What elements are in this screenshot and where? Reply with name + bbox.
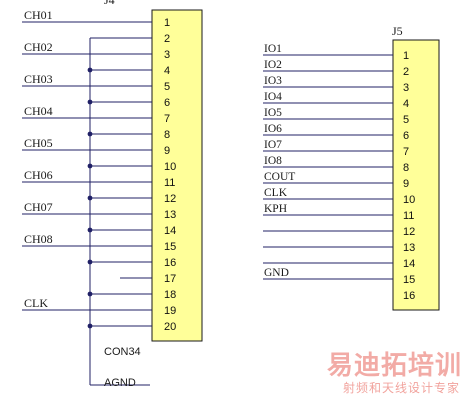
watermark-sub-text: 射频和天线设计专家 — [342, 381, 460, 395]
j4-ground-bus — [89, 38, 150, 386]
j5-net-label: GND — [264, 267, 289, 279]
j4-part-number: CON34 — [104, 346, 141, 358]
j4-net-label: CH02 — [24, 40, 53, 54]
junction-dot — [87, 99, 93, 105]
j5-pin-number: 2 — [403, 66, 409, 78]
j4-pin-number: 18 — [164, 289, 176, 301]
j4-net-label: CH05 — [24, 136, 53, 150]
j4-pin-number: 6 — [164, 97, 170, 109]
junction-dot — [87, 163, 93, 169]
j5-net-label: KPH — [264, 203, 287, 215]
j4-pin-number: 7 — [164, 113, 170, 125]
j5-net-label: COUT — [264, 171, 295, 183]
junction-dot — [87, 323, 93, 329]
j4-pin-number: 4 — [164, 65, 170, 77]
j5-net-label: IO7 — [264, 139, 282, 151]
j4-pin-number: 14 — [164, 225, 176, 237]
j4-pin-number: 1 — [164, 17, 170, 29]
j4-pin-number: 16 — [164, 257, 176, 269]
j5-pin-number: 14 — [403, 258, 415, 270]
j5-net-label: CLK — [264, 187, 288, 199]
junction-dot — [87, 131, 93, 137]
junction-dot — [87, 259, 93, 265]
j5-net-label: IO6 — [264, 123, 282, 135]
connector-j4: J4 CH0112CH0234CH0356CH0478CH05910CH0611… — [22, 0, 203, 389]
j4-pin-number: 10 — [164, 161, 176, 173]
j4-pin-number: 19 — [164, 305, 176, 317]
j5-pin-number: 7 — [403, 146, 409, 158]
j4-pin-number: 12 — [164, 193, 176, 205]
j5-net-label: IO8 — [264, 155, 282, 167]
j4-pin-number: 15 — [164, 241, 176, 253]
j5-pin-number: 16 — [403, 290, 415, 302]
j5-pin-number: 9 — [403, 178, 409, 190]
j5-net-label: IO1 — [264, 43, 282, 55]
j5-pin-number: 1 — [403, 50, 409, 62]
j5-net-label: IO2 — [264, 59, 282, 71]
j5-pin-number: 12 — [403, 226, 415, 238]
junction-dot — [87, 291, 93, 297]
j5-designator: J5 — [392, 24, 403, 38]
j4-pin-number: 9 — [164, 145, 170, 157]
j4-net-label: CH03 — [24, 72, 53, 86]
junction-dot — [87, 227, 93, 233]
j5-pin-number: 13 — [403, 242, 415, 254]
j5-pin-number: 11 — [403, 210, 414, 222]
j5-pin-number: 10 — [403, 194, 415, 206]
j4-pin-number: 11 — [164, 177, 175, 189]
j4-net-label: CH01 — [24, 8, 53, 22]
agnd-label: AGND — [104, 377, 136, 389]
j4-net-label: CH07 — [24, 200, 53, 214]
j4-pins: CH0112CH0234CH0356CH0478CH05910CH061112C… — [22, 8, 176, 333]
j4-net-label: CLK — [24, 296, 48, 310]
junction-dot — [87, 67, 93, 73]
j5-net-label: IO5 — [264, 107, 282, 119]
j4-pin-number: 17 — [164, 273, 176, 285]
j4-net-label: CH06 — [24, 168, 53, 182]
j5-pin-number: 3 — [403, 82, 409, 94]
j4-net-label: CH08 — [24, 232, 53, 246]
watermark-main-text: 易迪拓培训 — [326, 351, 462, 381]
j5-pin-number: 15 — [403, 274, 415, 286]
j5-body — [392, 39, 440, 311]
j5-net-label: IO4 — [264, 91, 282, 103]
j5-net-label: IO3 — [264, 75, 282, 87]
junction-dot — [87, 195, 93, 201]
j4-net-label: CH04 — [24, 104, 53, 118]
j4-pin-number: 20 — [164, 321, 176, 333]
j5-pin-number: 5 — [403, 114, 409, 126]
j4-pin-number: 3 — [164, 49, 170, 61]
j5-pin-number: 6 — [403, 130, 409, 142]
j5-pin-number: 8 — [403, 162, 409, 174]
j4-body — [151, 9, 203, 342]
j4-pin-number: 8 — [164, 129, 170, 141]
j4-pin-number: 13 — [164, 209, 176, 221]
j5-pin-number: 4 — [403, 98, 409, 110]
j4-designator: J4 — [104, 0, 115, 7]
j4-pin-number: 2 — [164, 33, 170, 45]
watermark-logo: 易迪拓培训 射频和天线设计专家 — [300, 352, 466, 404]
j4-pin-number: 5 — [164, 81, 170, 93]
